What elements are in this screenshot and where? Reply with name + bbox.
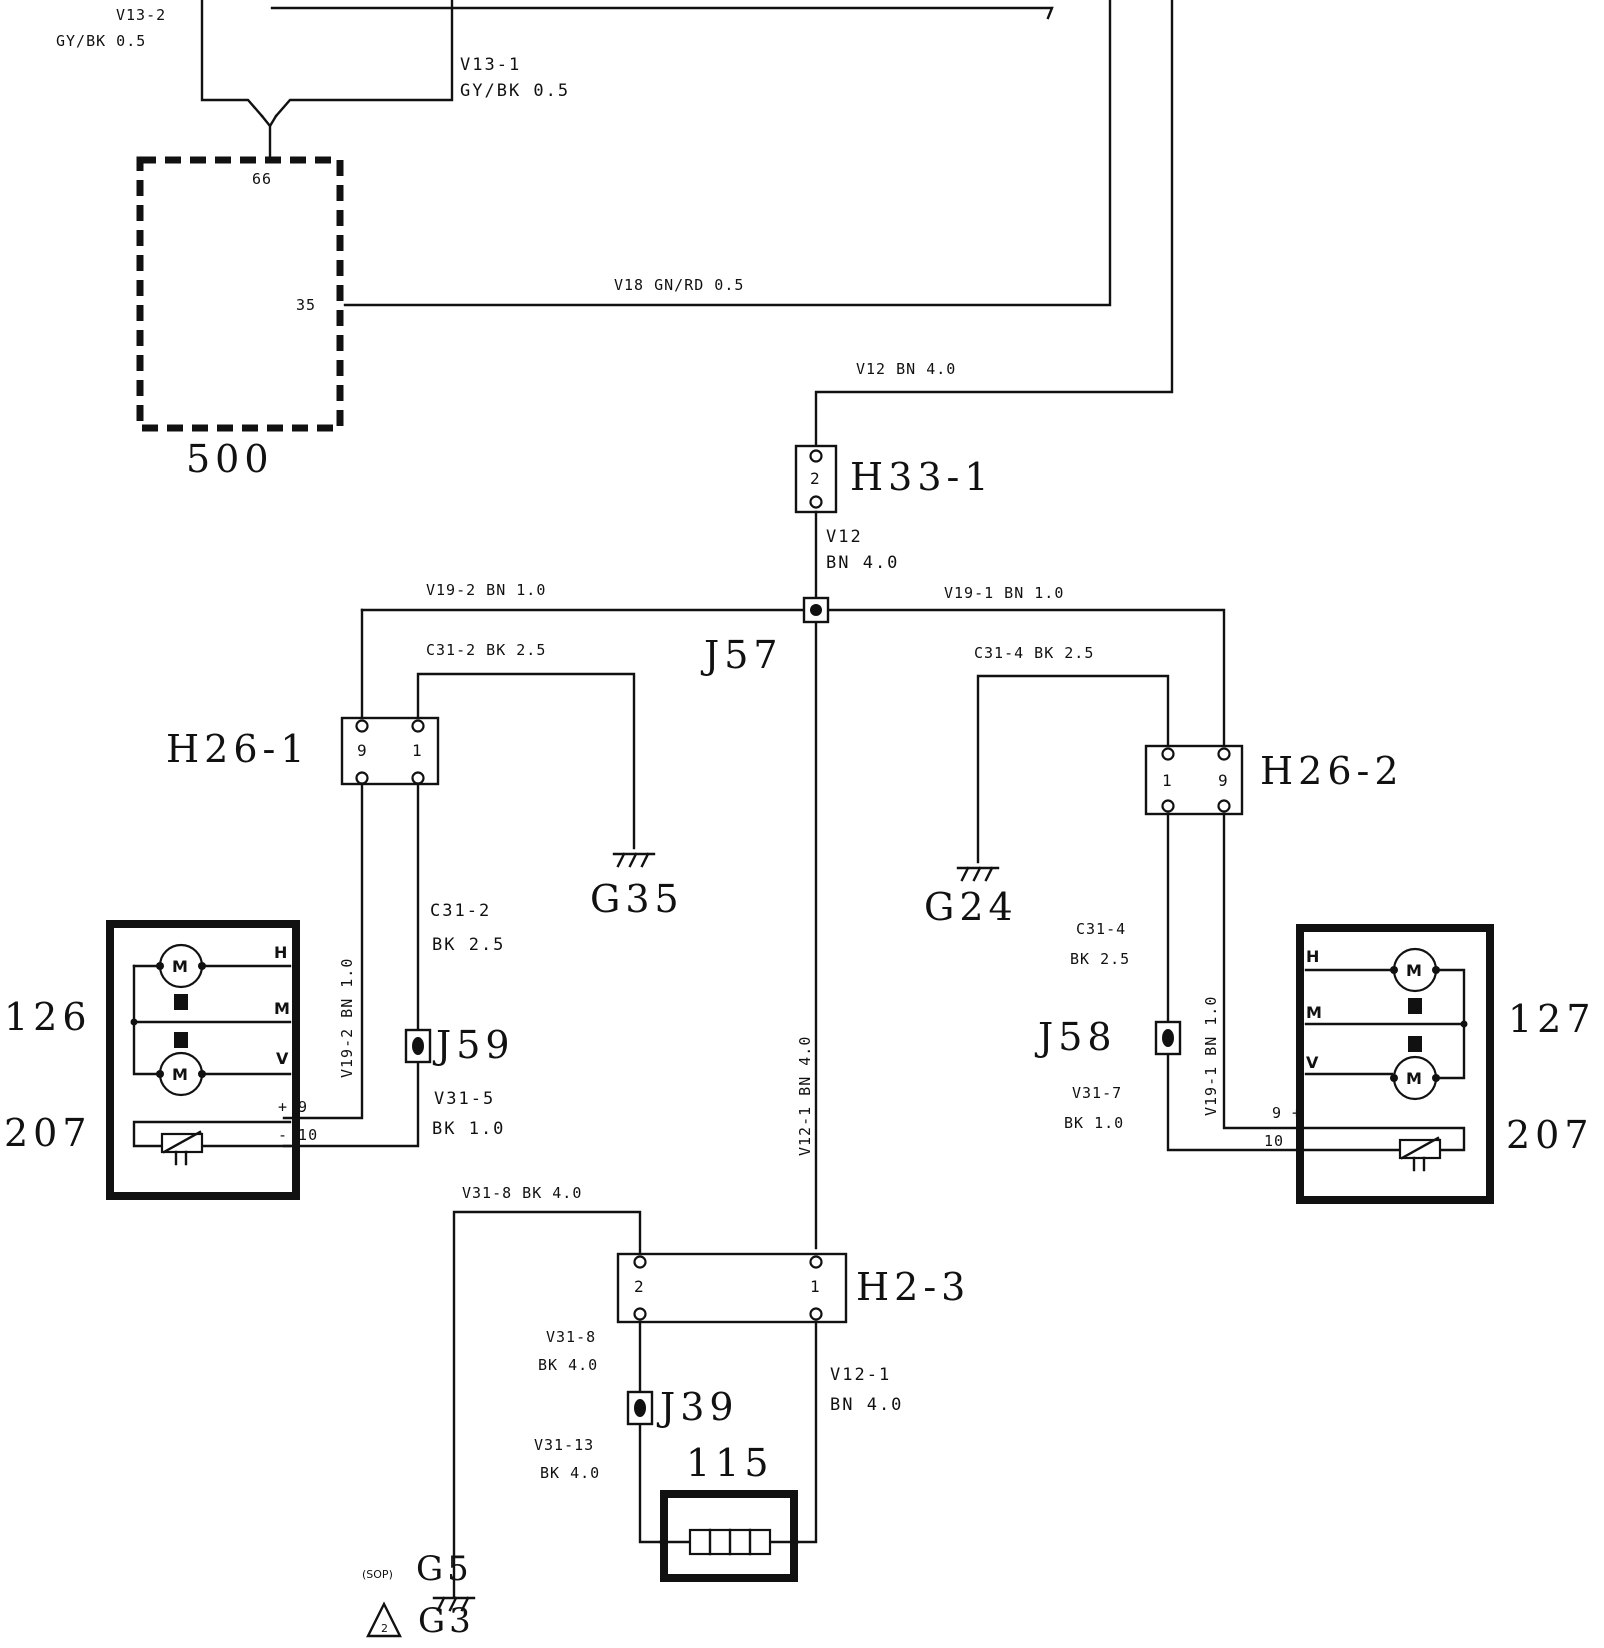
h33-1-pin: 2 [810, 469, 820, 488]
wire-v31-8: V31-8 [546, 1328, 596, 1346]
wire-c31-4: C31-4 [1076, 920, 1126, 938]
wire-v19-1-vert: V19-1 BN 1.0 [1202, 996, 1220, 1116]
connector-h2-3 [616, 1252, 848, 1324]
wire-v12-spec: BN 4.0 [826, 553, 899, 573]
wire-v31-5-spec: BK 1.0 [432, 1119, 505, 1139]
heater-element-icon [658, 1528, 800, 1556]
fan-126-h: H [274, 943, 287, 962]
sensor-207-right-loop [1298, 1126, 1466, 1152]
wire-v18: V18 GN/RD 0.5 [614, 276, 744, 294]
g5-label: G5 [416, 1549, 473, 1589]
fan-126-label: 126 [4, 995, 92, 1039]
h2-3-pin-b: 1 [810, 1277, 820, 1296]
fan-126-box [106, 920, 300, 1200]
ecu-500-label: 500 [186, 437, 274, 481]
wire-v31-8-top: V31-8 BK 4.0 [462, 1184, 582, 1202]
wire-c31-2-top: C31-2 BK 2.5 [426, 641, 546, 659]
thermistor-icon [160, 1130, 204, 1166]
fan-127-h: H [1306, 947, 1319, 966]
j39-label: J39 [656, 1385, 739, 1429]
g3-badge: 2 [381, 1622, 388, 1635]
ground-g24-icon [956, 866, 1000, 882]
wire-v31-13-spec: BK 4.0 [540, 1464, 600, 1482]
ecu-500-box [136, 156, 344, 432]
fan-126-pin-9: + 9 [278, 1098, 308, 1116]
ecu-pin-66: 66 [252, 170, 272, 188]
heater-115-label: 115 [686, 1441, 774, 1485]
j59-label: J59 [432, 1023, 515, 1067]
fan-126-motor-v: M [172, 1065, 188, 1084]
j57-label: J57 [700, 633, 783, 677]
fan-127-label: 127 [1508, 997, 1596, 1041]
wire-c31-4-spec: BK 2.5 [1070, 950, 1130, 968]
g3-label: G3 [418, 1601, 475, 1641]
sensor-207-left-label: 207 [4, 1111, 92, 1155]
g35-label: G35 [590, 877, 684, 921]
h26-1-pin-b: 1 [412, 741, 422, 760]
warning-triangle-icon [366, 1601, 402, 1638]
heater-115-box [660, 1490, 798, 1582]
h2-3-label: H2-3 [856, 1265, 970, 1309]
fan-127-motor-v: M [1406, 1069, 1422, 1088]
wire-v12-1-vert: V12-1 BN 4.0 [796, 1036, 814, 1156]
sensor-207-right-label: 207 [1506, 1113, 1594, 1157]
ground-g35-icon [612, 852, 656, 868]
fan-126-motor-h: M [172, 957, 188, 976]
wire-c31-4-top: C31-4 BK 2.5 [974, 644, 1094, 662]
fan-127-m: M [1306, 1003, 1322, 1022]
wire-c31-2: C31-2 [430, 901, 491, 921]
fan-126-m: M [274, 999, 290, 1018]
wire-v31-5: V31-5 [434, 1089, 495, 1109]
wire-v13-2-spec: GY/BK 0.5 [56, 32, 146, 50]
h26-2-pin-a: 1 [1162, 771, 1172, 790]
h26-2-pin-b: 9 [1218, 771, 1228, 790]
fan-126-pin-10: - 10 [278, 1126, 318, 1144]
g5-note: (SOP) [362, 1568, 393, 1581]
wire-v19-1-top: V19-1 BN 1.0 [944, 584, 1064, 602]
g24-label: G24 [924, 885, 1018, 929]
h33-1-label: H33-1 [850, 455, 994, 499]
wire-c31-2-spec: BK 2.5 [432, 935, 505, 955]
wire-v12: V12 [826, 527, 863, 547]
fan-126-v: V [276, 1049, 289, 1068]
sensor-207-left-loop [132, 1120, 292, 1148]
wire-v13-1-spec: GY/BK 0.5 [460, 81, 570, 101]
wire-v12-1: V12-1 [830, 1365, 891, 1385]
fan-127-box [1296, 924, 1494, 1204]
wire-v31-7: V31-7 [1072, 1084, 1122, 1102]
h26-1-pin-a: 9 [357, 741, 367, 760]
h26-1-label: H26-1 [166, 727, 310, 771]
wire-v31-8-spec: BK 4.0 [538, 1356, 598, 1374]
h2-3-pin-a: 2 [634, 1277, 644, 1296]
j58-label: J58 [1034, 1015, 1117, 1059]
ground-g5-icon [432, 1596, 476, 1612]
wire-v13-2: V13-2 [116, 6, 166, 24]
fan-127-pin-10: 10 - [1264, 1132, 1304, 1150]
fan-127-switch [1304, 947, 1468, 1101]
fan-127-pin-9: 9 + [1272, 1104, 1302, 1122]
wire-v31-13: V31-13 [534, 1436, 594, 1454]
fan-126-switch [130, 943, 292, 1097]
fan-127-v: V [1306, 1053, 1319, 1072]
top-wiring [200, 0, 1174, 450]
ecu-pin-35: 35 [296, 296, 316, 314]
thermistor-icon [1398, 1136, 1442, 1172]
wire-v31-7-spec: BK 1.0 [1064, 1114, 1124, 1132]
wire-v19-2-top: V19-2 BN 1.0 [426, 581, 546, 599]
wire-v12-1-spec: BN 4.0 [830, 1395, 903, 1415]
wire-v12-top: V12 BN 4.0 [856, 360, 956, 378]
h26-2-label: H26-2 [1260, 749, 1404, 793]
wire-v13-1: V13-1 [460, 55, 521, 75]
wire-v19-2-vert: V19-2 BN 1.0 [338, 958, 356, 1078]
fan-127-motor-h: M [1406, 961, 1422, 980]
